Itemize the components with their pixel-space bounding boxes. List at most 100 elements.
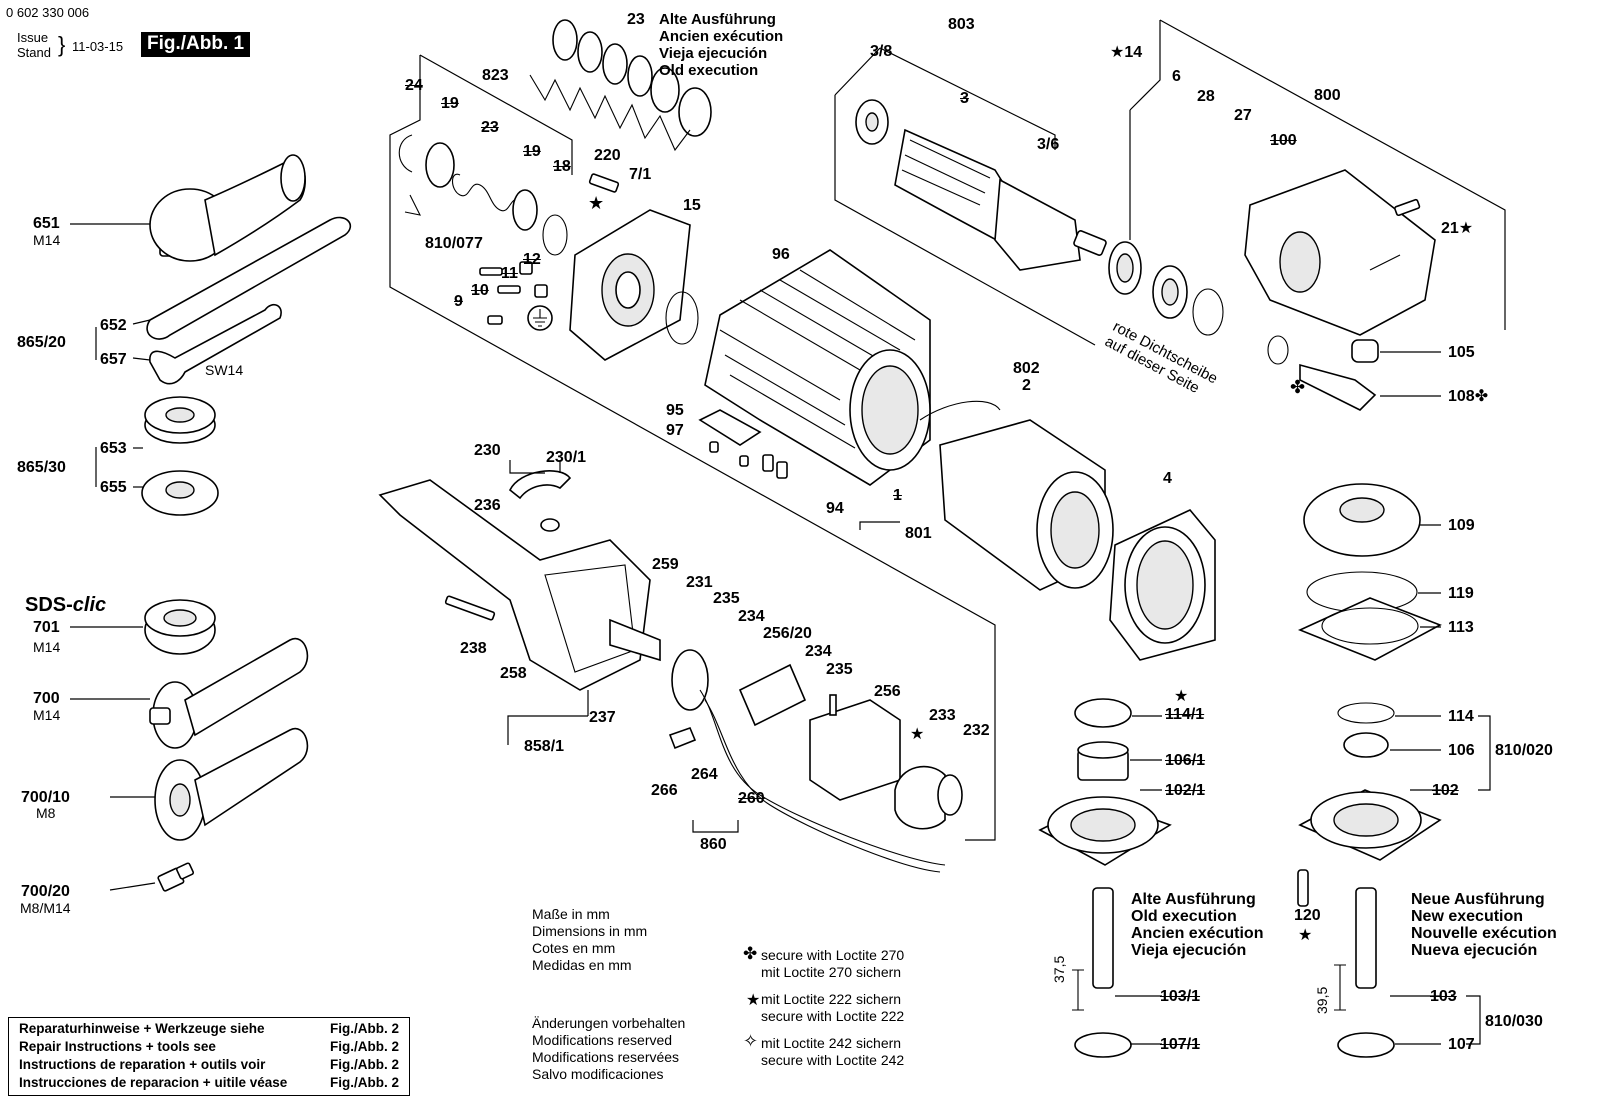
label-96: 96 [772, 246, 790, 263]
bearing-rings-drawing [1108, 241, 1224, 336]
label-107-1: 107/1 [1160, 1036, 1201, 1053]
label-260: 260 [738, 790, 765, 807]
label-232: 232 [963, 722, 990, 739]
spring-stack-23-drawing [529, 19, 712, 152]
label-865-20: 865/20 [17, 334, 66, 351]
label-15: 15 [683, 197, 701, 214]
label-231: 231 [686, 574, 713, 591]
label-3-6: 3/6 [1037, 136, 1060, 153]
frame-803-b [879, 47, 1056, 150]
label-810-030: 810/030 [1485, 1013, 1543, 1030]
label-120: 120 [1294, 907, 1321, 924]
label-102: 102 [1432, 782, 1459, 799]
label-12: 12 [523, 251, 541, 268]
label-655: 655 [100, 479, 127, 496]
thread-700: M14 [33, 707, 61, 723]
old-execution-top-note: Alte Ausführung Ancien exécution Vieja e… [659, 11, 784, 79]
modifications-note: Änderungen vorbehalten Modifications res… [532, 1015, 686, 1082]
label-238: 238 [460, 640, 487, 657]
label-21: 21★ [1441, 220, 1474, 237]
label-105: 105 [1448, 344, 1475, 361]
label-114-1: 114/1 [1165, 706, 1205, 723]
label-23-old: 23 [627, 11, 645, 28]
shaft-cable-drawing [609, 618, 946, 873]
wrench-size-sw14: SW14 [205, 362, 244, 378]
repair-ref-en: Fig./Abb. 2 [330, 1039, 399, 1054]
label-264: 264 [691, 766, 718, 783]
label-259: 259 [652, 556, 679, 573]
label-94: 94 [826, 500, 844, 517]
label-7-1: 7/1 [629, 166, 652, 183]
label-10: 10 [471, 282, 489, 299]
label-220: 220 [594, 147, 621, 164]
star-icon-233: ★ [910, 726, 925, 743]
repair-row-en: Repair Instructions + tools see [19, 1039, 216, 1054]
sds-clic-nut-701-drawing [144, 599, 216, 655]
label-235-a: 235 [713, 590, 740, 607]
label-23-b: 23 [481, 119, 499, 136]
thread-700-20: M8/M14 [20, 900, 71, 916]
label-119: 119 [1448, 585, 1474, 602]
plate-256-20-drawing [738, 663, 807, 727]
label-2: 2 [1022, 377, 1031, 394]
brush-spring-group-drawing [398, 134, 568, 256]
outline-star-icon-legend: ✧ [743, 1031, 759, 1051]
label-4: 4 [1163, 470, 1172, 487]
label-19-a: 19 [441, 95, 459, 112]
label-651: 651 [33, 215, 60, 232]
bearing-flange-old-drawing [1038, 698, 1172, 1058]
loctite-242-note: mit Loctite 242 sichern secure with Loct… [761, 1035, 905, 1068]
label-100: 100 [1270, 132, 1297, 149]
flange-653-drawing [144, 396, 216, 444]
repair-row-fr: Instructions de reparation + outils voir [19, 1057, 266, 1072]
repair-row-es: Instrucciones de reparacion + uitile véa… [19, 1075, 288, 1090]
label-266: 266 [651, 782, 678, 799]
label-106-1: 106/1 [1165, 752, 1206, 769]
thread-700-10: M8 [36, 805, 56, 821]
dimensions-note: Maße in mm Dimensions in mm Cotes en mm … [532, 906, 648, 973]
repair-ref-es: Fig./Abb. 2 [330, 1075, 399, 1090]
label-19-b: 19 [523, 143, 541, 160]
stator-housing-96-drawing [704, 249, 1001, 486]
gear-housing-800-drawing [1244, 169, 1436, 336]
label-858-1: 858/1 [524, 738, 565, 755]
rear-handle-drawing [378, 470, 651, 691]
part-number: 0 602 330 006 [6, 5, 90, 20]
side-handle-651-drawing [149, 154, 306, 262]
label-230-1: 230/1 [546, 449, 587, 466]
adapter-700-20-drawing [157, 862, 195, 892]
screws-94-drawing [709, 441, 788, 479]
repair-ref-fr: Fig./Abb. 2 [330, 1057, 399, 1072]
bearing-plate-7-1-drawing [569, 209, 691, 361]
figure-label: Fig./Abb. 1 [141, 32, 251, 57]
club-icon: ✤ [1290, 377, 1306, 397]
label-114: 114 [1448, 708, 1474, 725]
star-icon-114-1: ★ [1174, 688, 1189, 705]
loctite-222-note: mit Loctite 222 sichern secure with Loct… [761, 991, 905, 1024]
label-233: 233 [929, 707, 956, 724]
pin-wrench-652-drawing [146, 216, 352, 340]
label-258: 258 [500, 665, 527, 682]
armature-803-drawing [855, 99, 1107, 271]
assembly-frame-823 [419, 54, 573, 175]
handle-700-drawing [149, 637, 309, 749]
dimension-39-5: 39,5 [1314, 986, 1330, 1014]
label-865-30: 865/30 [17, 459, 66, 476]
label-810-077: 810/077 [425, 235, 483, 252]
repair-ref-de: Fig./Abb. 2 [330, 1021, 399, 1036]
label-1: 1 [893, 487, 902, 504]
spanner-657-drawing [149, 303, 282, 385]
bearing-105-drawing [1351, 339, 1379, 363]
frame-803-a [834, 47, 881, 96]
label-803: 803 [948, 16, 975, 33]
label-103: 103 [1430, 988, 1457, 1005]
star-icon-120: ★ [1298, 927, 1313, 944]
screw-220-drawing [588, 173, 620, 193]
fan-guide-4-drawing [1109, 509, 1216, 661]
label-652: 652 [100, 317, 127, 334]
label-106: 106 [1448, 742, 1475, 759]
star-icon-legend: ★ [746, 992, 761, 1009]
label-14: ★14 [1110, 44, 1143, 61]
switch-256-drawing [809, 694, 901, 801]
